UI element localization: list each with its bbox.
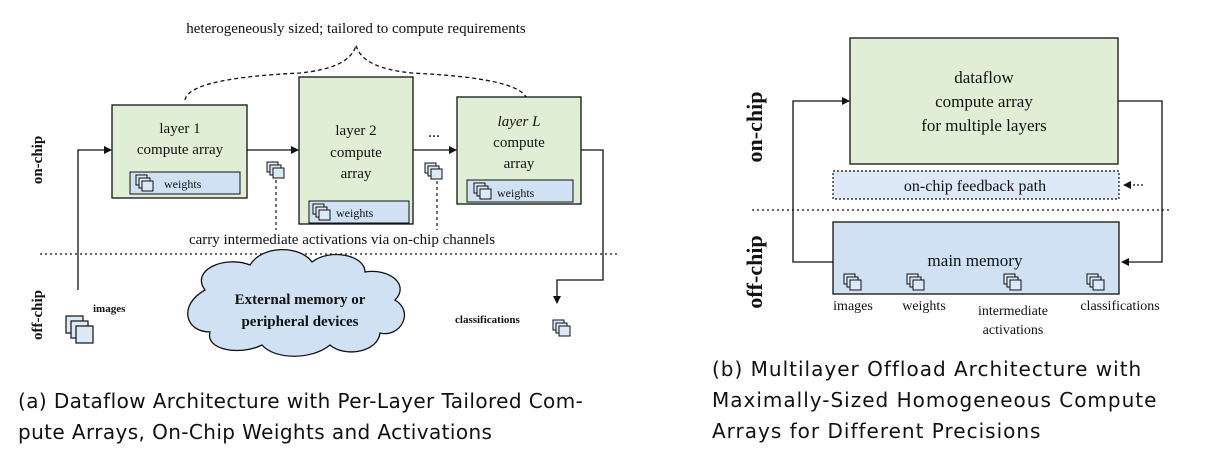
external-memory-cloud xyxy=(187,248,406,357)
feedback-path-box xyxy=(832,170,1120,200)
layer-1-subtitle: compute array xyxy=(137,142,224,158)
mem-activations-label: activations xyxy=(983,323,1044,338)
cloud-line-1: External memory or xyxy=(235,292,366,308)
output-arrow xyxy=(553,149,604,304)
images-icon xyxy=(65,315,94,344)
caption-a: (a) Dataflow Architecture with Per-Layer… xyxy=(18,386,658,448)
layer-2-title: layer 2 xyxy=(335,123,376,139)
loop-arrow-right xyxy=(1118,100,1163,266)
dataflow-compute-box xyxy=(849,37,1119,165)
layer-L-weights-bar xyxy=(466,179,574,203)
main-memory-label: main memory xyxy=(928,251,1023,270)
dashed-brace xyxy=(184,44,528,101)
on-chip-label-a: on-chip xyxy=(30,136,46,184)
mem-intermediate-label: intermediate xyxy=(978,304,1048,319)
activation-icon xyxy=(424,162,443,180)
input-arrow xyxy=(77,146,112,290)
layer-1-box: layer 1 compute array weights xyxy=(111,104,248,199)
mem-classifications-label: classifications xyxy=(1080,299,1159,314)
classifications-icon xyxy=(552,319,571,337)
caption-a-line-1: (a) Dataflow Architecture with Per-Layer… xyxy=(18,389,584,413)
mem-images-label: images xyxy=(833,299,873,314)
on-chip-label-b: on-chip xyxy=(742,92,767,163)
layer-1-weights-label: weights xyxy=(164,177,202,191)
main-memory-box xyxy=(832,221,1120,295)
caption-b: (b) Multilayer Offload Architecture with… xyxy=(712,354,1192,447)
layer-L-line3: array xyxy=(504,156,535,172)
dataflow-line-1: dataflow xyxy=(954,68,1014,87)
layer-2-box: layer 2 compute array weights xyxy=(298,76,414,225)
layer-1-weights-bar xyxy=(129,171,241,195)
panel-b: on-chip off-chip dataflow compute array … xyxy=(742,37,1172,338)
ellipsis: ... xyxy=(428,124,440,141)
dataflow-line-2: compute array xyxy=(935,92,1033,111)
classifications-label-a: classifications xyxy=(455,314,520,326)
layer-1-title: layer 1 xyxy=(159,121,200,137)
caption-b-line-3: Arrays for Different Precisions xyxy=(712,419,1042,443)
feedback-label: on-chip feedback path xyxy=(904,178,1046,195)
caption-b-line-1: (b) Multilayer Offload Architecture with xyxy=(712,357,1143,381)
layer-L-line2: compute xyxy=(493,135,545,151)
panel-a: heterogeneously sized; tailored to compu… xyxy=(30,21,620,357)
loop-arrow-left xyxy=(792,97,850,263)
layer-2-line2: compute xyxy=(330,145,382,161)
layer-L-weights-label: weights xyxy=(497,186,535,200)
channels-note: carry intermediate activations via on-ch… xyxy=(189,232,495,248)
layer-2-weights-bar xyxy=(308,200,410,224)
cloud-line-2: peripheral devices xyxy=(241,314,358,330)
off-chip-label-a: off-chip xyxy=(30,290,46,340)
mem-weights-label: weights xyxy=(902,299,946,314)
caption-b-line-2: Maximally-Sized Homogeneous Compute xyxy=(712,388,1158,412)
off-chip-label-b: off-chip xyxy=(742,235,767,308)
heterogeneous-note: heterogeneously sized; tailored to compu… xyxy=(186,21,526,37)
caption-a-line-2: pute Arrays, On-Chip Weights and Activat… xyxy=(18,420,493,444)
layer-L-box: layer L compute array weights xyxy=(456,96,582,205)
layer-2-weights-label: weights xyxy=(336,206,374,220)
activation-icon xyxy=(266,161,285,179)
layer-2-line3: array xyxy=(341,166,372,182)
layer-L-title: layer L xyxy=(498,114,541,130)
images-label: images xyxy=(93,303,126,315)
dataflow-line-3: for multiple layers xyxy=(921,116,1047,135)
